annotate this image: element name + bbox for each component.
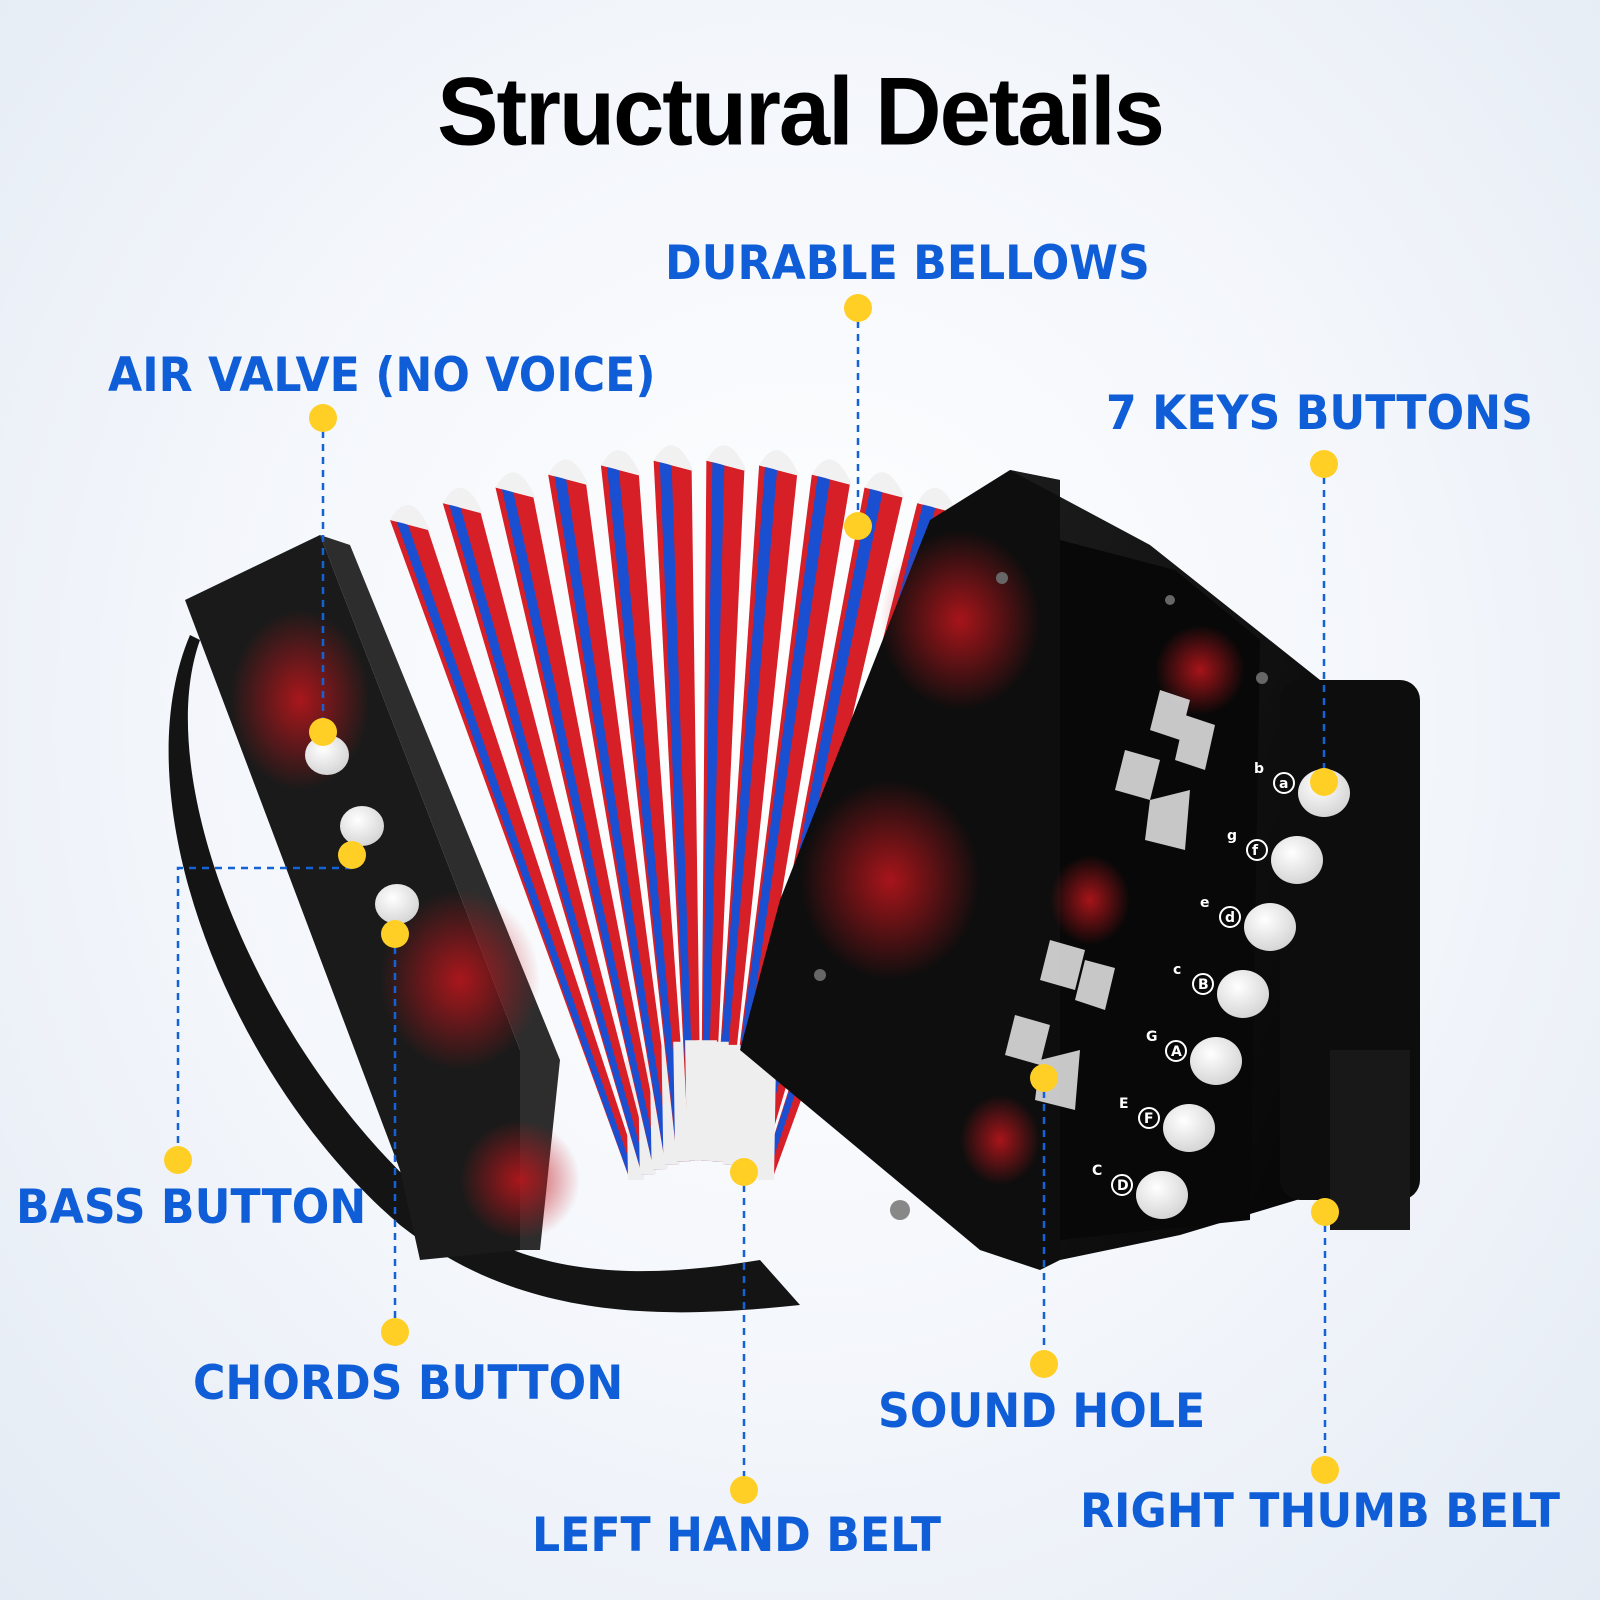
key-letter-circled: F: [1144, 1111, 1154, 1127]
key-letter-circled: D: [1117, 1178, 1129, 1194]
seven-keys-group: [1136, 769, 1350, 1219]
key-letter-ring: [1111, 1174, 1133, 1196]
air-valve-button[interactable]: [305, 735, 349, 775]
key-letter-ring: [1219, 906, 1241, 928]
dot-bass-button-end: [338, 841, 366, 869]
dot-left-hand-belt-label: [730, 1476, 758, 1504]
dot-bass-button-label: [164, 1146, 192, 1174]
dot-right-thumb-belt-label: [1311, 1456, 1339, 1484]
left-hand-strap: [168, 635, 801, 1313]
bellows-stripe: [606, 465, 684, 1162]
key-letter-ring: [1273, 772, 1295, 794]
dot-seven-keys-end: [1310, 768, 1338, 796]
dot-chords-button-label: [381, 1318, 409, 1346]
bellows-fold-cap: [600, 450, 641, 476]
bellows-stripe: [501, 487, 660, 1170]
key-button[interactable]: [1163, 1104, 1215, 1152]
dot-sound-hole-end: [1030, 1064, 1058, 1092]
bellows-fold-cap: [706, 445, 747, 471]
label-seven-keys: 7 KEYS BUTTONS: [1106, 386, 1533, 441]
bellows-fold: [712, 465, 798, 1162]
bellows-fold-cap: [864, 472, 905, 498]
label-durable-bellows: DURABLE BELLOWS: [665, 236, 1150, 291]
key-letter-circled: d: [1225, 910, 1235, 926]
key-letter-ring: [1192, 973, 1214, 995]
leader-bass-button: [176, 866, 352, 1158]
chords-button[interactable]: [375, 884, 419, 924]
key-letter-ring: [1165, 1040, 1187, 1062]
dot-air-valve-end: [309, 718, 337, 746]
key-letter-circled: a: [1279, 776, 1288, 792]
key-letter-plain: g: [1227, 828, 1237, 844]
bellows-stripe: [554, 474, 672, 1165]
page-title: Structural Details: [437, 58, 1165, 166]
bellows-fold-cap: [653, 445, 694, 471]
dot-sound-hole-label: [1030, 1350, 1058, 1378]
dot-durable-bellows-end: [844, 512, 872, 540]
dot-durable-bellows-top: [844, 294, 872, 322]
right-end-box: [740, 470, 1420, 1270]
key-button[interactable]: [1136, 1171, 1188, 1219]
key-letter-plain: E: [1119, 1096, 1129, 1112]
key-button[interactable]: [1190, 1037, 1242, 1085]
dot-left-hand-belt-end: [730, 1158, 758, 1186]
key-letter-circled: B: [1198, 977, 1209, 993]
bellows-stripe: [724, 474, 830, 1165]
label-sound-hole: SOUND HOLE: [878, 1384, 1206, 1439]
key-letter-plain: b: [1254, 761, 1264, 777]
dot-chords-button-end: [381, 920, 409, 948]
key-letter-circled: A: [1171, 1044, 1182, 1060]
bellows-stripe: [396, 520, 636, 1180]
key-button[interactable]: [1244, 903, 1296, 951]
bellows-stripe: [659, 460, 696, 1161]
label-bass-button: BASS BUTTON: [16, 1180, 367, 1235]
bellows: [390, 445, 1010, 1180]
key-letter-ring: [1246, 839, 1268, 861]
bellows-fold-cap: [442, 487, 483, 514]
bellows-fold-cap: [390, 504, 430, 530]
key-letters-group: DC FE AG Bc de fg ab: [1092, 761, 1295, 1196]
bellows-fold-cap: [548, 459, 589, 485]
dot-seven-keys-top: [1310, 450, 1338, 478]
bellows-fold-cap: [495, 472, 536, 498]
bellows-stripe: [448, 503, 648, 1175]
label-left-hand-belt: LEFT HAND BELT: [532, 1508, 942, 1563]
label-chords-button: CHORDS BUTTON: [193, 1356, 624, 1411]
key-letter-circled: f: [1252, 843, 1259, 859]
label-right-thumb-belt: RIGHT THUMB BELT: [1080, 1484, 1561, 1539]
key-button[interactable]: [1271, 836, 1323, 884]
bellows-fold-base: [756, 1060, 776, 1180]
key-letter-plain: C: [1092, 1163, 1102, 1179]
key-letter-plain: c: [1173, 962, 1181, 978]
dot-right-thumb-belt-end: [1311, 1198, 1339, 1226]
key-letter-plain: G: [1146, 1029, 1158, 1045]
bellows-fold-cap: [759, 450, 800, 476]
label-air-valve: AIR VALVE (NO VOICE): [108, 348, 656, 403]
bellows-fold-cap: [811, 459, 852, 485]
dot-air-valve-top: [309, 404, 337, 432]
bellows-fold-cap: [917, 487, 958, 514]
key-letter-ring: [1138, 1107, 1160, 1129]
bass-button[interactable]: [340, 806, 384, 846]
bellows-stripe: [700, 460, 725, 1161]
key-letter-plain: e: [1200, 895, 1210, 911]
key-button[interactable]: [1217, 970, 1269, 1018]
bellows-stripe: [712, 465, 778, 1162]
